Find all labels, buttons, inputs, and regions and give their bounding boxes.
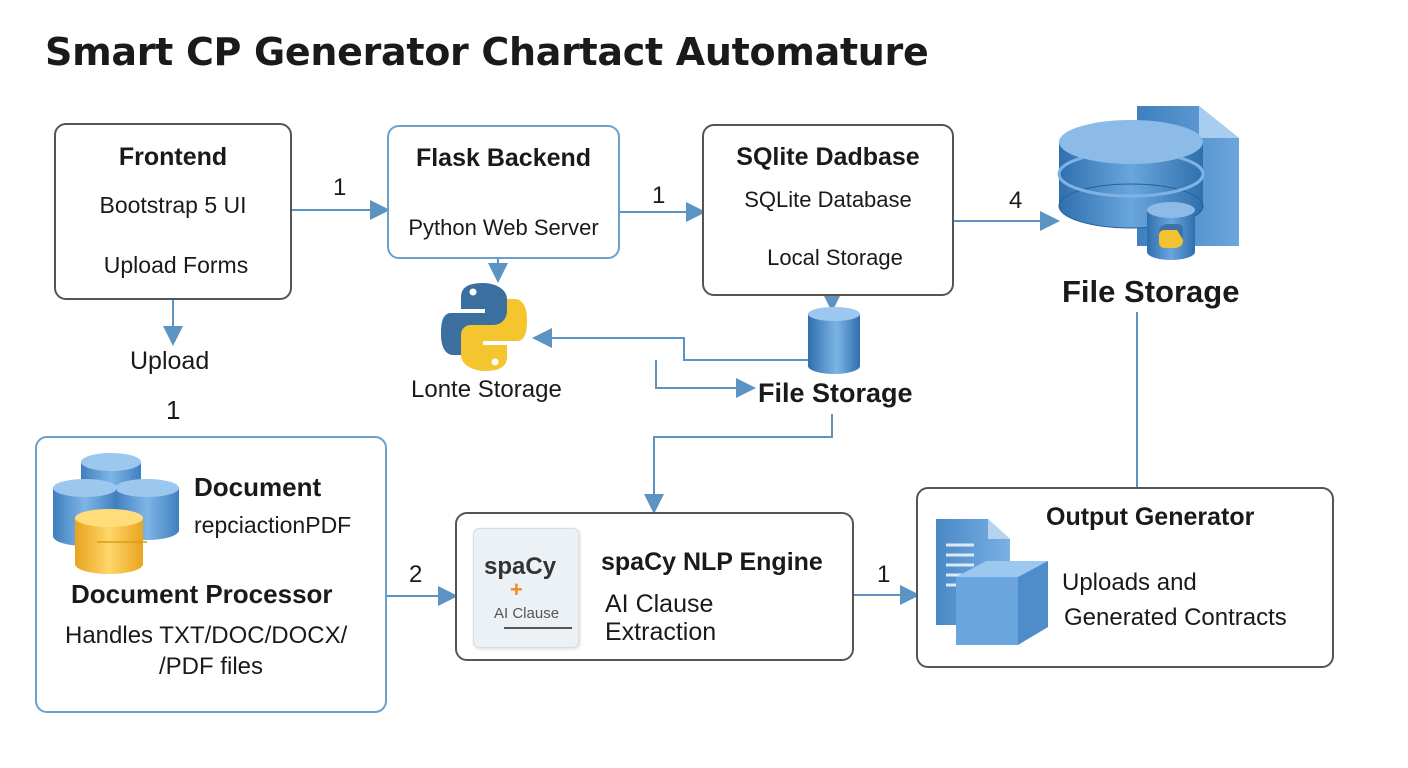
file-storage-label-main: File Storage xyxy=(1062,274,1240,309)
output-line1: Uploads and xyxy=(1062,569,1197,596)
sqlite-title: SQlite Dadbase xyxy=(736,143,920,171)
database-file-icon xyxy=(1057,106,1239,260)
upload-label: Upload xyxy=(130,347,210,375)
underline-divider xyxy=(504,627,572,629)
arrow-filestorage-spacy xyxy=(644,414,833,514)
sqlite-line2: Local Storage xyxy=(767,245,903,270)
file-storage-label-small: File Storage xyxy=(758,378,913,408)
frontend-title: Frontend xyxy=(118,143,228,171)
document-heading: Document xyxy=(194,472,322,502)
edge-label-sqlite-files: 4 xyxy=(1009,187,1023,214)
arrow-db-python xyxy=(532,328,808,361)
document-cube-icon xyxy=(936,519,1048,645)
spacy-line2: Extraction xyxy=(605,618,717,646)
spacy-icon-text: spaCy xyxy=(484,553,557,580)
document-processor-title: Document Processor xyxy=(71,579,333,609)
output-title: Output Generator xyxy=(1046,503,1255,531)
frontend-line1: Bootstrap 5 UI xyxy=(99,192,247,218)
edge-label-front-flask: 1 xyxy=(333,174,347,201)
document-line1: Handles TXT/DOC/DOCX/ xyxy=(65,622,348,649)
database-stack-icon xyxy=(53,453,179,574)
page-title: Smart CP Generator Chartact Automature xyxy=(45,30,929,74)
arrow-to-filestorage-small xyxy=(655,360,756,398)
document-processor-box: Document repciactionPDF Document Process… xyxy=(35,436,387,713)
spacy-engine-box: spaCy + AI Clause spaCy NLP Engine AI Cl… xyxy=(455,512,854,661)
document-sub: repciactionPDF xyxy=(194,512,352,538)
document-line2: /PDF files xyxy=(159,653,264,680)
output-generator-box: Output Generator Uploads and Generated C… xyxy=(916,487,1334,668)
spacy-doc-icon: spaCy + AI Clause xyxy=(473,528,579,648)
database-icon xyxy=(808,307,860,374)
output-line2: Generated Contracts xyxy=(1064,604,1287,631)
frontend-box: Frontend Bootstrap 5 UI Upload Forms xyxy=(54,123,292,300)
python-icon xyxy=(441,283,527,371)
edge-label-spacy-output: 1 xyxy=(877,561,891,588)
spacy-title: spaCy NLP Engine xyxy=(601,548,823,576)
sqlite-box: SQlite Dadbase SQLite Database Local Sto… xyxy=(702,124,954,296)
edge-label-doc-spacy: 2 xyxy=(409,561,423,588)
flask-line1: Python Web Server xyxy=(408,215,599,240)
edge-label-flask-sqlite: 1 xyxy=(652,182,666,209)
flask-title: Flask Backend xyxy=(415,144,592,172)
spacy-icon-sub: AI Clause xyxy=(494,605,560,622)
flask-backend-box: Flask Backend Python Web Server xyxy=(387,125,620,259)
sqlite-line1: SQLite Database xyxy=(744,187,912,212)
plus-icon: + xyxy=(510,577,523,602)
upload-step-number: 1 xyxy=(166,395,181,425)
frontend-line2: Upload Forms xyxy=(103,252,249,278)
spacy-line1: AI Clause xyxy=(605,590,714,618)
python-storage-label: Lonte Storage xyxy=(411,376,562,403)
